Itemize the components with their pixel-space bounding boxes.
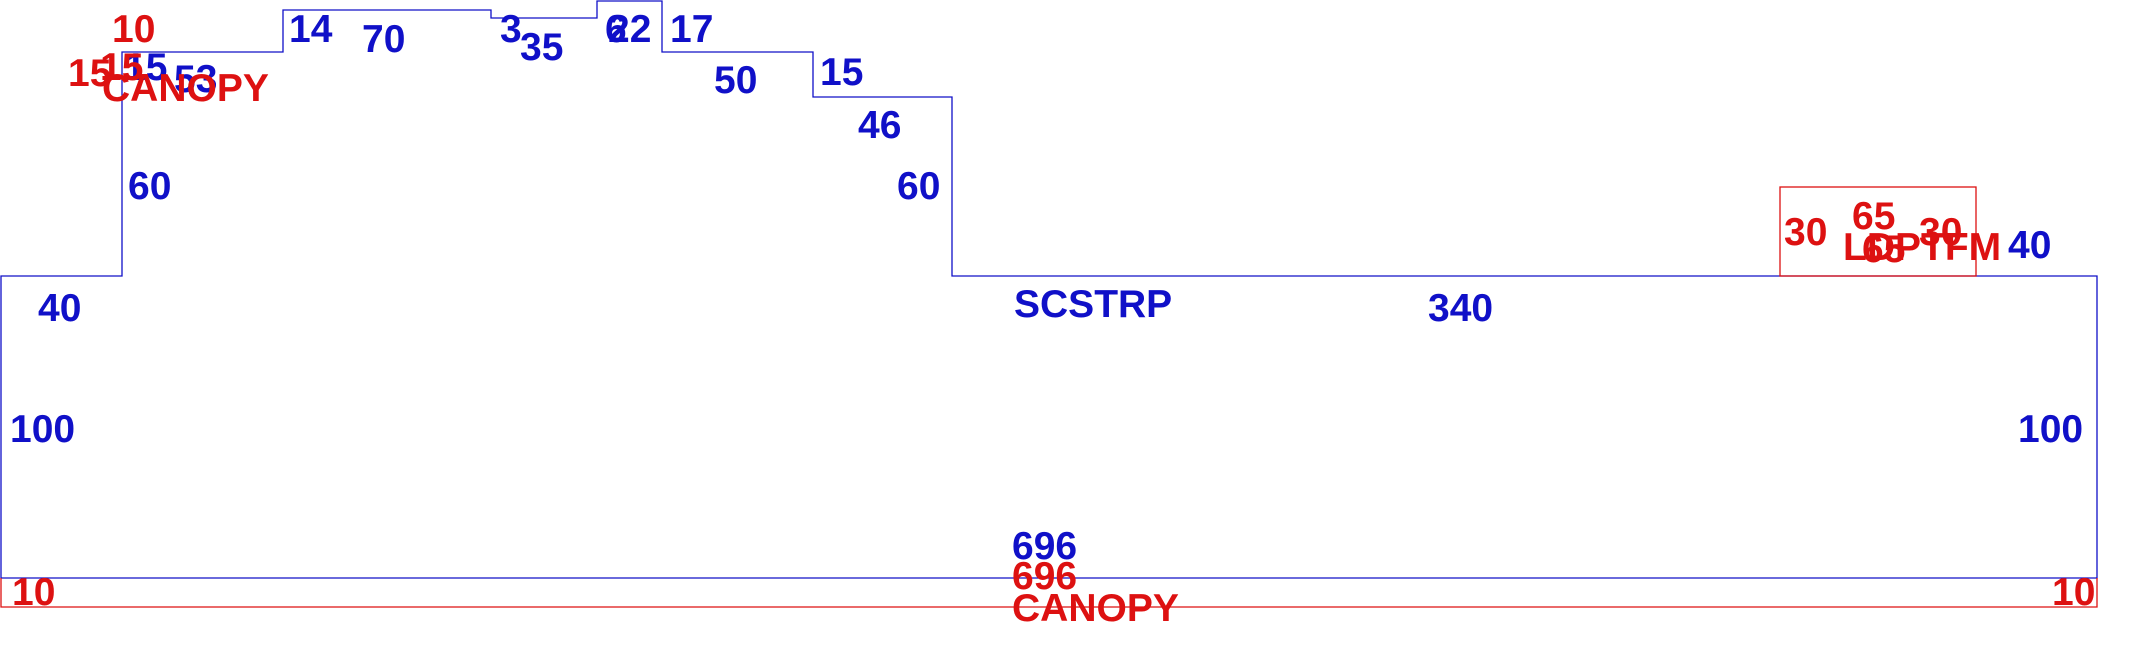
dim-right-base-height: 40: [2008, 224, 2051, 267]
dim-right-segment: 340: [1428, 287, 1493, 330]
canopy-bottom-label: CANOPY: [1012, 587, 1179, 630]
dim-canopy-top-height: 10: [112, 8, 155, 51]
dim-step-5: 15: [820, 51, 863, 94]
dim-left-top-step: 15: [124, 46, 167, 89]
dim-left-top-width: 53: [174, 58, 217, 101]
dim-right-side: 100: [2018, 408, 2083, 451]
dim-width-4: 50: [714, 59, 757, 102]
dim-left-step-1: 14: [289, 8, 333, 51]
dim-bottom-width: 696: [1012, 525, 1077, 568]
main-outline-label: SCSTRP: [1014, 283, 1172, 326]
dim-left-base-height: 40: [38, 287, 81, 330]
canopy-top-label: CANOPY: [102, 67, 269, 110]
dim-canopy-top-width-2: 15: [100, 46, 143, 89]
ldptfm-outline: [1779, 186, 1977, 277]
dim-canopy-bottom-width: 696: [1012, 555, 1077, 598]
dim-ldptfm-width: 65: [1852, 195, 1895, 238]
dim-step-4: 17: [670, 8, 713, 51]
dim-right-step-height: 60: [897, 165, 940, 208]
dim-step-2: 3: [500, 8, 522, 51]
dim-width-1: 70: [362, 18, 405, 61]
dim-ldptfm-right-height: 30: [1919, 211, 1962, 254]
dim-width-5: 46: [858, 104, 901, 147]
dim-ldptfm-left-height: 30: [1784, 211, 1827, 254]
main-outline: [0, 0, 2098, 579]
canopy-bottom-outline: [0, 578, 2098, 608]
dim-left-side: 100: [10, 408, 75, 451]
dim-canopy-bottom-left-height: 10: [12, 571, 55, 614]
dim-canopy-bottom-right-height: 10: [2052, 571, 2095, 614]
dim-width-2: 35: [520, 26, 563, 69]
dim-step-3: 6: [605, 8, 627, 51]
dim-ldptfm-depth: 65: [1862, 228, 1905, 271]
dim-canopy-top-width-1: 15: [68, 52, 111, 95]
dim-width-3: 22: [608, 8, 651, 51]
ldptfm-label: LDPTFM: [1843, 226, 2001, 269]
dim-left-step-height: 60: [128, 165, 171, 208]
